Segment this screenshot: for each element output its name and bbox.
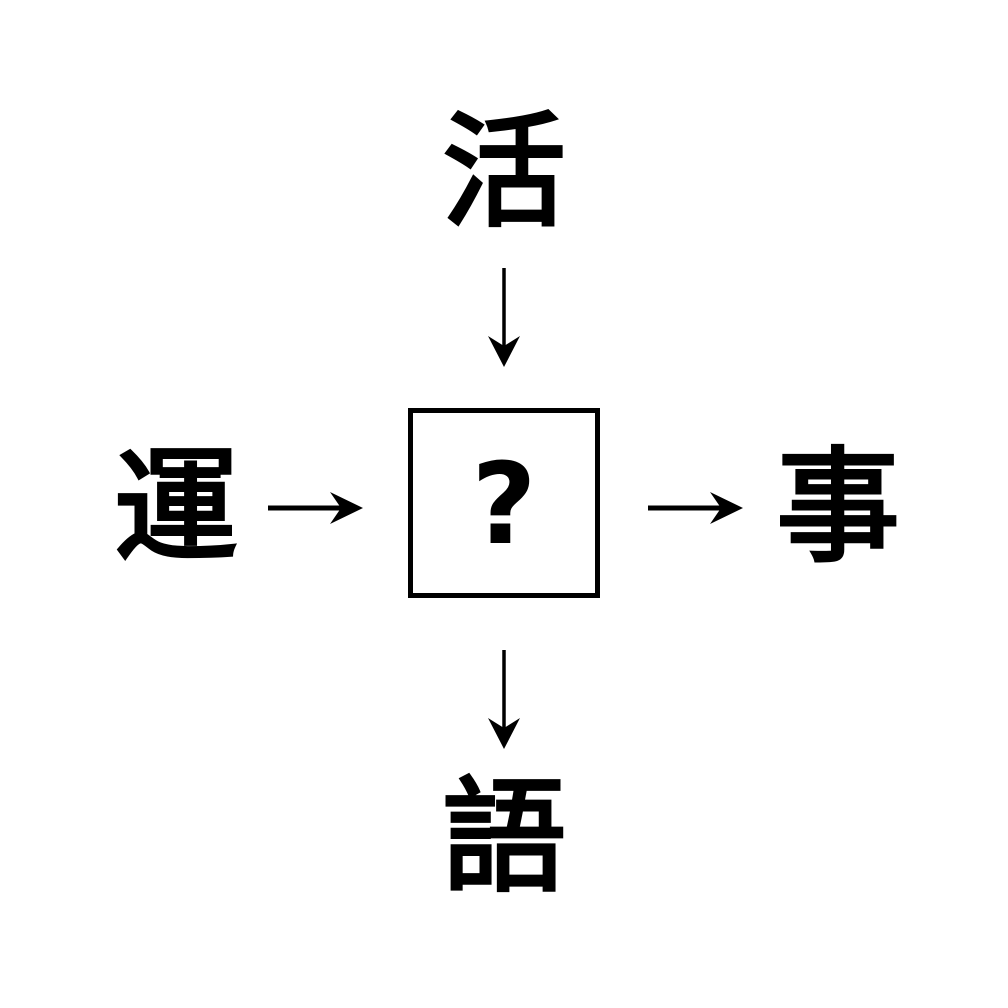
kanji-right: 事: [770, 443, 906, 573]
arrow-down-top-icon: [476, 268, 532, 368]
arrow-down-bottom-icon: [476, 650, 532, 750]
kanji-bottom: 語: [0, 773, 1008, 903]
answer-box[interactable]: ?: [408, 408, 600, 598]
arrow-right-right-icon: [648, 482, 744, 534]
question-mark-glyph: ?: [471, 440, 537, 570]
kanji-bottom-glyph: 語: [441, 766, 566, 910]
kanji-left: 運: [108, 443, 244, 573]
kanji-top: 活: [0, 108, 1008, 238]
arrow-right-left-icon: [268, 482, 364, 534]
kanji-left-glyph: 運: [113, 436, 238, 580]
kanji-right-glyph: 事: [775, 436, 900, 580]
kanji-top-glyph: 活: [441, 101, 566, 245]
